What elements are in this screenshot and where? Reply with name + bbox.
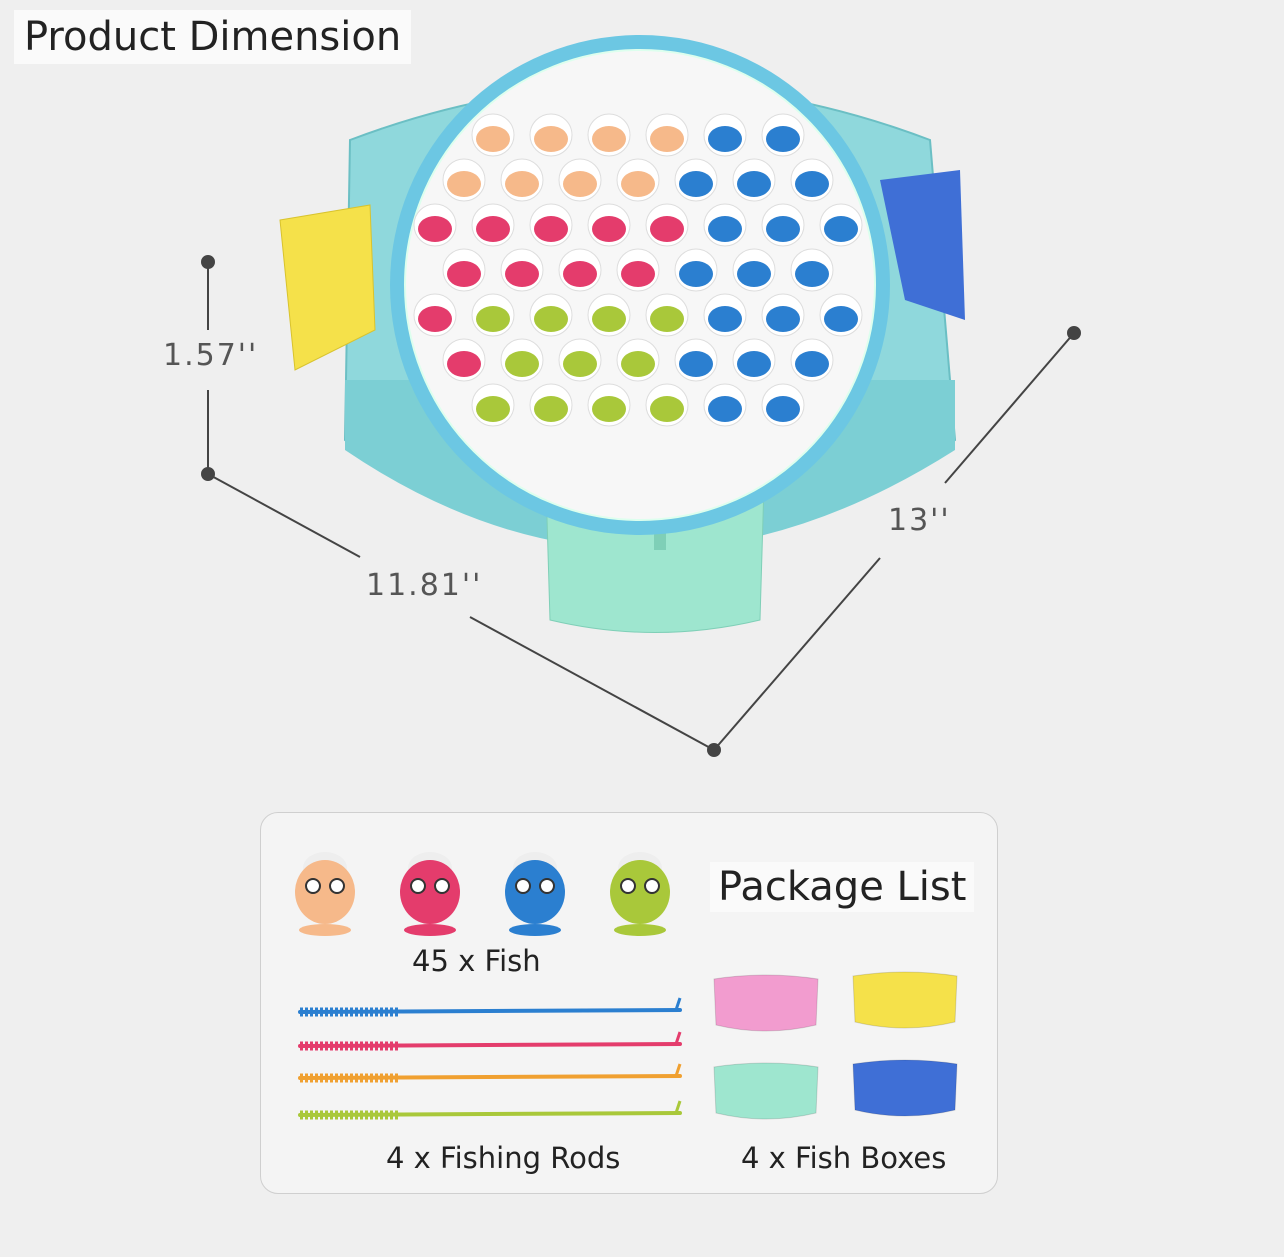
fish-box: [852, 971, 958, 1029]
fish: [592, 306, 626, 332]
page-title: Product Dimension: [14, 10, 412, 64]
fish-eye: [434, 878, 450, 894]
boxes-count-label: 4 x Fish Boxes: [741, 1141, 947, 1175]
fish-eye: [644, 878, 660, 894]
fish-figure: [610, 860, 670, 924]
rod-hook: [674, 1063, 682, 1077]
fish-eye: [329, 878, 345, 894]
fish: [708, 306, 742, 332]
fish: [737, 261, 771, 287]
fish: [476, 216, 510, 242]
fish: [534, 216, 568, 242]
fishing-rod: [298, 1074, 682, 1080]
fish-box: [713, 974, 819, 1032]
fish-count-label: 45 x Fish: [412, 944, 541, 978]
fish: [534, 306, 568, 332]
package-list-title: Package List: [710, 862, 975, 912]
fish: [476, 126, 510, 152]
fish: [563, 171, 597, 197]
rod-hook: [674, 1031, 682, 1045]
fish-eye: [515, 878, 531, 894]
fish: [650, 216, 684, 242]
fish: [708, 396, 742, 422]
fish: [679, 351, 713, 377]
fish-base: [614, 924, 666, 936]
fish: [534, 396, 568, 422]
fish: [737, 351, 771, 377]
fish: [592, 216, 626, 242]
fish: [447, 261, 481, 287]
fish: [418, 306, 452, 332]
fish: [476, 396, 510, 422]
fish-base: [299, 924, 351, 936]
dimension-lines: [201, 255, 1081, 757]
fish: [563, 351, 597, 377]
fish: [766, 306, 800, 332]
fish: [679, 261, 713, 287]
rod-hook: [674, 997, 682, 1011]
fish-box: [713, 1062, 819, 1120]
fish: [650, 396, 684, 422]
fishing-rod: [298, 1111, 682, 1117]
fish: [621, 261, 655, 287]
fish: [592, 126, 626, 152]
fish: [505, 261, 539, 287]
fish: [447, 351, 481, 377]
fish-eye: [410, 878, 426, 894]
fish-figure: [295, 860, 355, 924]
fish: [795, 351, 829, 377]
fish: [824, 306, 858, 332]
height-label: 1.57'': [163, 338, 259, 373]
fish: [447, 171, 481, 197]
fish-eye: [620, 878, 636, 894]
fish: [592, 396, 626, 422]
fish: [708, 126, 742, 152]
fish-eye: [305, 878, 321, 894]
fish: [534, 126, 568, 152]
rods-count-label: 4 x Fishing Rods: [386, 1141, 621, 1175]
fish: [708, 216, 742, 242]
fish: [766, 396, 800, 422]
fish-figure: [400, 860, 460, 924]
fish: [766, 216, 800, 242]
fish: [505, 171, 539, 197]
fish: [621, 171, 655, 197]
fish: [418, 216, 452, 242]
fish: [795, 171, 829, 197]
fish: [795, 261, 829, 287]
fish: [679, 171, 713, 197]
rod-hook: [674, 1100, 682, 1114]
fish-base: [509, 924, 561, 936]
fish-box: [852, 1059, 958, 1117]
fish: [650, 306, 684, 332]
fish: [563, 261, 597, 287]
width-label: 11.81'': [366, 568, 483, 603]
fish: [476, 306, 510, 332]
fish: [737, 171, 771, 197]
fish: [621, 351, 655, 377]
fish: [766, 126, 800, 152]
fish: [505, 351, 539, 377]
fish-base: [404, 924, 456, 936]
depth-label: 13'': [888, 503, 951, 538]
fish-figure: [505, 860, 565, 924]
fish: [650, 126, 684, 152]
fish: [824, 216, 858, 242]
fishing-rod: [298, 1042, 682, 1048]
fishing-game-toy: [279, 35, 965, 633]
fish-eye: [539, 878, 555, 894]
fishing-rod: [298, 1008, 682, 1014]
